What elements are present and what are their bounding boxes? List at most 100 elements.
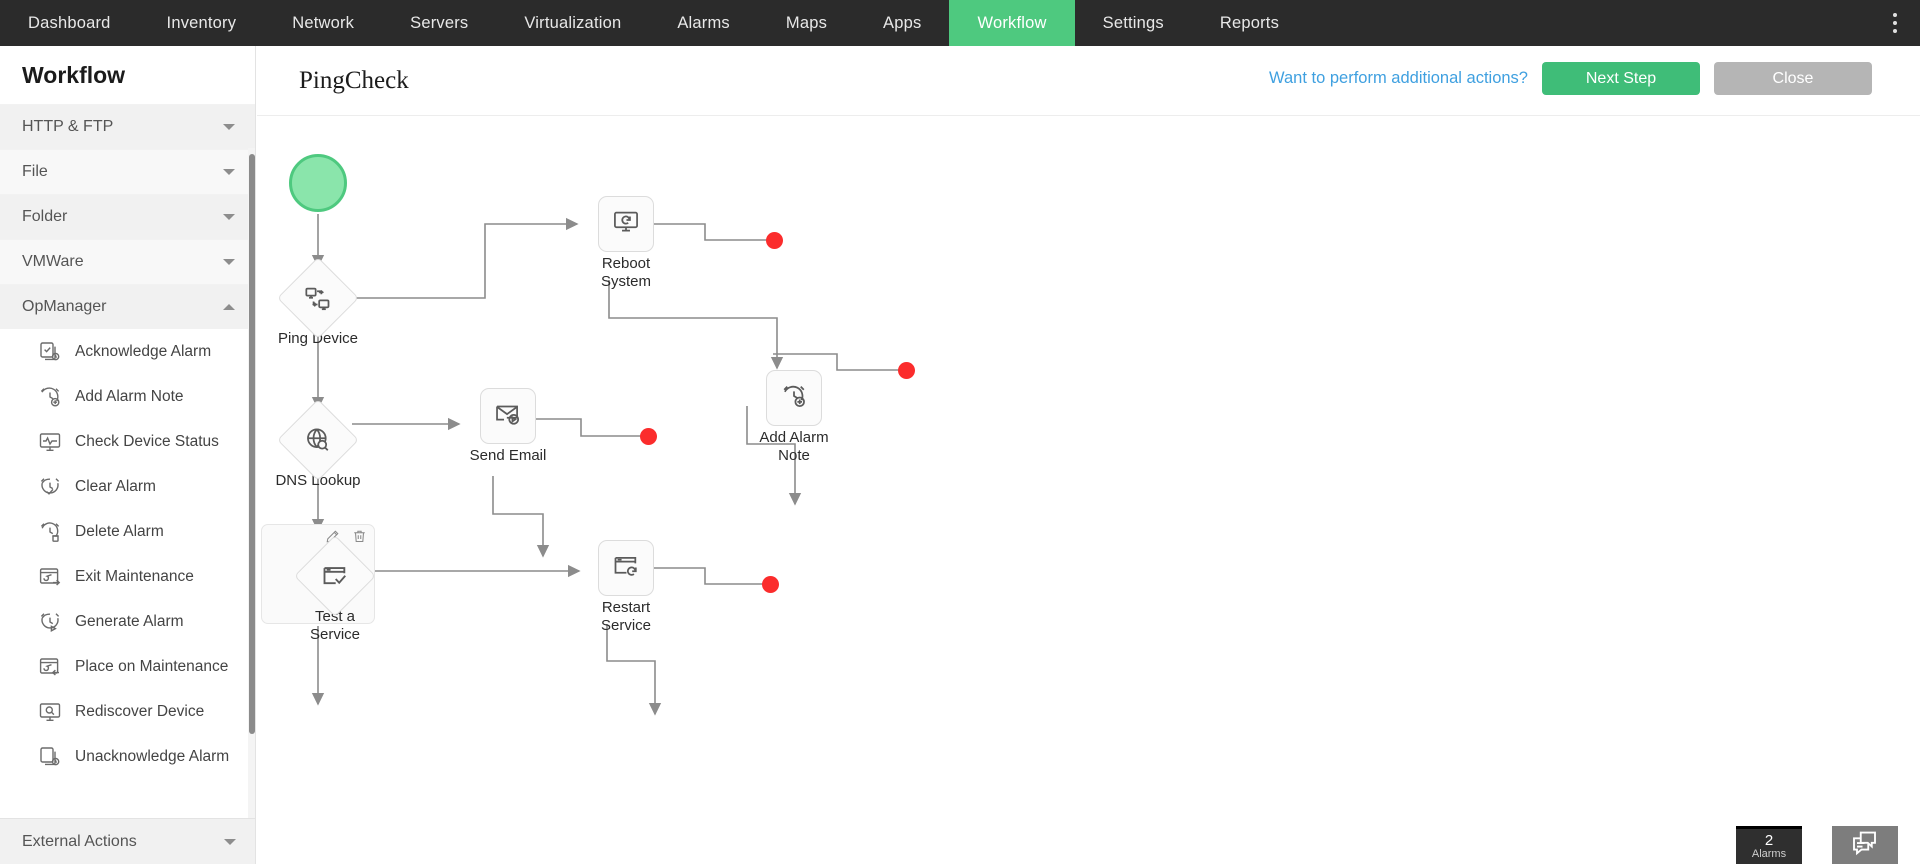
next-step-button[interactable]: Next Step [1542, 62, 1700, 95]
sidebar-group-external-actions[interactable]: External Actions [0, 819, 255, 864]
group-label: VMWare [22, 253, 84, 270]
unacknowledge-alarm-icon [38, 745, 62, 769]
nav-item-servers[interactable]: Servers [382, 0, 496, 46]
nav-item-maps[interactable]: Maps [758, 0, 855, 46]
workflow-node-test-a-service[interactable]: Test a Service [290, 534, 380, 643]
workflow-node-add-alarm-note[interactable]: Add Alarm Note [749, 370, 839, 464]
nav-item-inventory[interactable]: Inventory [139, 0, 265, 46]
nav-item-settings[interactable]: Settings [1075, 0, 1192, 46]
workflow-connectors [311, 214, 901, 716]
sidebar-item-label: Acknowledge Alarm [75, 342, 212, 360]
sidebar-item-label: Clear Alarm [75, 477, 156, 495]
more-vertical-icon[interactable] [1878, 0, 1912, 46]
nav-item-apps[interactable]: Apps [855, 0, 949, 46]
workflow-node-restart-service[interactable]: Restart Service [581, 540, 671, 634]
reboot-system-icon [612, 208, 640, 241]
workflow-end-dot[interactable] [898, 362, 915, 379]
chevron-down-icon [223, 259, 235, 265]
workflow-node-test-a-service-selected[interactable]: Test a Service [261, 524, 377, 643]
sidebar-item-label: Delete Alarm [75, 522, 164, 540]
workflow-end-dot[interactable] [640, 428, 657, 445]
sidebar-item-delete-alarm[interactable]: Delete Alarm [0, 509, 255, 554]
sidebar-item-clear-alarm[interactable]: Clear Alarm [0, 464, 255, 509]
group-label: HTTP & FTP [22, 118, 114, 135]
additional-actions-link[interactable]: Want to perform additional actions? [1269, 69, 1528, 87]
sidebar-item-generate-alarm[interactable]: Generate Alarm [0, 599, 255, 644]
nav-label: Settings [1102, 13, 1164, 32]
send-email-icon [494, 400, 522, 433]
workflow-header: PingCheck Want to perform additional act… [257, 46, 1920, 116]
node-shape-box [598, 540, 654, 596]
workflow-start-node[interactable] [289, 154, 347, 212]
main-content: PingCheck Want to perform additional act… [257, 46, 1920, 864]
workflow-node-ping-device[interactable]: Ping Device [273, 256, 363, 348]
sidebar-footer: External Actions [0, 818, 255, 864]
sidebar-item-exit-maintenance[interactable]: Exit Maintenance [0, 554, 255, 599]
sidebar: Workflow HTTP & FTP File Folder VMWare O… [0, 46, 256, 864]
sidebar-item-acknowledge-alarm[interactable]: Acknowledge Alarm [0, 329, 255, 374]
alarm-count-badge[interactable]: 2 Alarms [1736, 826, 1802, 864]
nav-item-dashboard[interactable]: Dashboard [0, 0, 139, 46]
nav-item-network[interactable]: Network [264, 0, 382, 46]
sidebar-item-label: Rediscover Device [75, 702, 205, 720]
nav-label: Network [292, 13, 355, 32]
group-label: File [22, 163, 48, 180]
workflow-node-reboot-system[interactable]: Reboot System [581, 196, 671, 290]
alarm-count: 2 [1764, 831, 1774, 849]
workflow-end-dot[interactable] [762, 576, 779, 593]
sidebar-group-vmware[interactable]: VMWare [0, 239, 255, 284]
chevron-up-icon [223, 304, 235, 310]
close-button[interactable]: Close [1714, 62, 1872, 95]
test-a-service-icon [321, 562, 349, 590]
chevron-down-icon [224, 838, 236, 845]
nav-item-workflow[interactable]: Workflow [949, 0, 1075, 46]
sidebar-item-add-alarm-note[interactable]: Add Alarm Note [0, 374, 255, 419]
group-label: Folder [22, 208, 68, 225]
nav-label: Dashboard [28, 13, 111, 32]
delete-alarm-icon [38, 520, 62, 544]
workflow-canvas[interactable]: Ping Device Reboot System [257, 116, 1920, 864]
sidebar-scrollbar-thumb[interactable] [249, 154, 255, 734]
workflow-node-dns-lookup[interactable]: DNS Lookup [273, 398, 363, 490]
sidebar-group-opmanager[interactable]: OpManager [0, 284, 255, 329]
sidebar-group-file[interactable]: File [0, 149, 255, 194]
sidebar-item-check-device-status[interactable]: Check Device Status [0, 419, 255, 464]
workflow-node-send-email[interactable]: Send Email [463, 388, 553, 465]
node-shape-diamond [293, 534, 377, 618]
nav-label: Inventory [166, 13, 237, 32]
sidebar-item-rediscover-device[interactable]: Rediscover Device [0, 689, 255, 734]
node-label: Send Email [469, 447, 547, 464]
chevron-down-icon [223, 169, 235, 175]
sidebar-item-label: Exit Maintenance [75, 567, 194, 585]
rediscover-device-icon [38, 700, 62, 724]
add-alarm-note-icon [780, 382, 808, 415]
node-label: DNS Lookup [275, 472, 361, 489]
node-label: Ping Device [277, 330, 359, 347]
sidebar-title: Workflow [22, 61, 126, 88]
chat-button[interactable] [1832, 826, 1898, 864]
node-shape-box [766, 370, 822, 426]
generate-alarm-icon [38, 610, 62, 634]
workflow-end-dot[interactable] [766, 232, 783, 249]
sidebar-group-http-ftp[interactable]: HTTP & FTP [0, 104, 255, 149]
nav-item-virtualization[interactable]: Virtualization [496, 0, 649, 46]
header-actions: Want to perform additional actions? Next… [1269, 62, 1872, 95]
node-label: Test a Service [309, 608, 361, 643]
node-label: Add Alarm Note [759, 429, 829, 464]
dns-lookup-icon [304, 426, 332, 454]
nav-label: Maps [785, 13, 828, 32]
check-device-status-icon [38, 430, 62, 454]
node-shape-diamond [276, 398, 360, 482]
node-shape-box [480, 388, 536, 444]
nav-item-reports[interactable]: Reports [1192, 0, 1307, 46]
nav-item-alarms[interactable]: Alarms [649, 0, 758, 46]
group-label: External Actions [22, 832, 137, 850]
sidebar-item-unacknowledge-alarm[interactable]: Unacknowledge Alarm [0, 734, 255, 779]
sidebar-group-folder[interactable]: Folder [0, 194, 255, 239]
group-label: OpManager [22, 298, 107, 315]
sidebar-item-place-on-maintenance[interactable]: Place on Maintenance [0, 644, 255, 689]
sidebar-item-label: Unacknowledge Alarm [75, 747, 230, 765]
exit-maintenance-icon [38, 565, 62, 589]
chevron-down-icon [223, 124, 235, 130]
delete-icon[interactable] [352, 529, 367, 544]
